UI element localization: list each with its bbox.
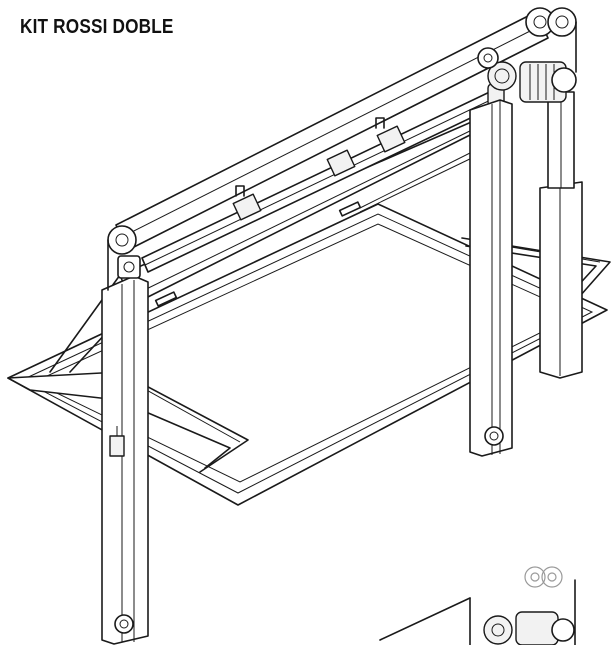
column-counterweight-slider <box>109 435 125 457</box>
motor-actuator-column <box>539 91 583 379</box>
page-title: KIT ROSSI DOBLE <box>20 16 174 38</box>
second-kit-preview <box>379 566 576 645</box>
top-right-pulley-small <box>477 47 499 69</box>
drive-shaft <box>141 83 505 273</box>
motor-gearbox <box>477 47 577 103</box>
column-bottom-pulley-right <box>484 426 504 446</box>
sash-hinge-block <box>338 201 362 217</box>
left-bracket <box>117 255 141 279</box>
gear-pulley <box>487 61 517 91</box>
column-bottom-pulley-left <box>114 614 134 634</box>
window-sash-outer-frame <box>7 203 608 506</box>
shaft-coupling-1 <box>232 193 262 221</box>
sash-hinge-block-lower <box>154 291 178 307</box>
left-top-pulley <box>107 225 141 291</box>
right-rear-column <box>469 99 513 457</box>
second-kit-gear <box>483 615 513 645</box>
left-front-column <box>101 275 149 645</box>
shaft-coupling-2 <box>326 149 356 177</box>
shaft-coupling-3 <box>376 125 406 153</box>
top-right-pulleys <box>525 7 577 73</box>
